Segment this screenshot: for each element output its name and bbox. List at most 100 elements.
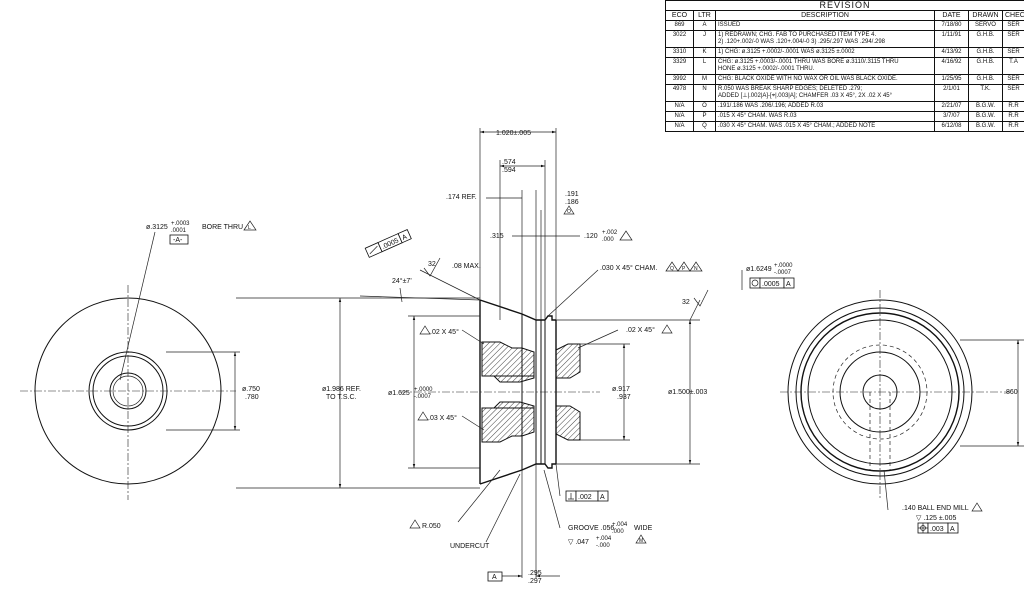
cell-drawn: T.K.: [968, 84, 1003, 102]
cell-check: SER: [1001, 20, 1024, 31]
cell-eco: 869: [665, 20, 694, 31]
svg-text:.0005: .0005: [381, 237, 400, 251]
rev-n-tri-5: [971, 502, 983, 512]
cell-check: R.R: [1001, 121, 1024, 132]
table-row: N/A Q .030 X 45° CHAM. WAS .015 X 45° CH…: [665, 121, 1024, 132]
cell-description: 1) CHG: ø.3125 +.0002/-.0001 WAS ø.3125 …: [715, 47, 935, 58]
rev-n-tri-3: [417, 411, 429, 421]
section-view: [236, 128, 743, 578]
d1625-tol-upper: +.0000: [414, 387, 433, 393]
cell-drawn: G.H.B.: [968, 57, 1003, 75]
rev-m-triangle: M: [635, 534, 647, 544]
cell-ltr: A: [693, 20, 716, 31]
position-fcf: .003 A: [917, 522, 959, 534]
rev-o-triangle: O: [563, 205, 575, 215]
roughness-32-right: 32: [682, 299, 690, 306]
svg-text:O: O: [567, 209, 571, 215]
cell-date: 1/11/91: [934, 30, 969, 48]
d297-dim: .297: [528, 578, 542, 585]
d295-dim: .295: [528, 570, 542, 577]
header-eco: ECO: [665, 10, 694, 21]
header-description: DESCRIPTION: [715, 10, 935, 21]
cell-drawn: SERVO: [968, 20, 1003, 31]
d1625-tol-lower: -.0007: [414, 394, 432, 400]
cell-description: 1) REDRAWN; CHG. FAB TO PURCHASED ITEM T…: [715, 30, 935, 48]
cell-drawn: G.H.B.: [968, 47, 1003, 58]
d120-dim: .120: [584, 233, 598, 240]
header-check: CHEC: [1001, 10, 1024, 21]
tsc-label: TO T.S.C.: [326, 394, 357, 401]
overall-length-dim: 1.020±.005: [496, 130, 531, 137]
d937-dim: .937: [617, 394, 631, 401]
svg-text:L: L: [248, 225, 251, 231]
svg-text:Q: Q: [670, 266, 674, 272]
cell-date: 7/18/80: [934, 20, 969, 31]
d1500-dim: ø1.500±.003: [668, 389, 707, 396]
d191-dim: .191: [565, 191, 579, 198]
svg-text:.003: .003: [930, 526, 944, 533]
cell-ltr: P: [693, 111, 716, 122]
rev-n-tri-4: [409, 519, 421, 529]
cham02-right-dim: .02 X 45°: [626, 326, 655, 334]
svg-text:P: P: [682, 266, 686, 272]
ball-mill-label: .140 BALL END MILL: [902, 505, 969, 512]
cell-date: 2/21/07: [934, 101, 969, 112]
left-end-view: [20, 231, 240, 500]
datum-a-text: -A-: [173, 237, 183, 244]
cell-ltr: N: [693, 84, 716, 102]
revision-header-row: ECO LTR DESCRIPTION DATE DRAWN CHEC: [665, 10, 1024, 21]
table-row: 869 A ISSUED 7/18/80 SERVO SER: [665, 20, 1024, 31]
table-row: 3992 M CHG: BLACK OXIDE WITH NO WAX OR O…: [665, 74, 1024, 85]
groove-label: GROOVE .056: [568, 525, 614, 532]
d1986-dim: ø1.986 REF.: [322, 386, 361, 393]
cell-description: CHG: ø.3125 +.0003/-.0001 THRU WAS BORE …: [715, 57, 935, 75]
header-drawn: DRAWN: [968, 10, 1003, 21]
header-ltr: LTR: [693, 10, 716, 21]
roughness-32-left: 32: [428, 261, 436, 268]
svg-text:A: A: [786, 281, 791, 288]
cell-check: R.R: [1001, 101, 1024, 112]
table-row: 3022 J 1) REDRAWN; CHG. FAB TO PURCHASED…: [665, 30, 1024, 48]
cell-date: 4/16/92: [934, 57, 969, 75]
cell-ltr: L: [693, 57, 716, 75]
svg-text:A: A: [401, 233, 408, 241]
cell-eco: 3992: [665, 74, 694, 85]
bore-label: BORE THRU: [202, 224, 243, 231]
bore-dim: ø.3125: [146, 224, 168, 231]
cell-eco: 3329: [665, 57, 694, 75]
cell-date: 4/13/92: [934, 47, 969, 58]
d917-dim: ø.917: [612, 386, 630, 393]
cell-description: .191/.186 WAS .206/.196; ADDED R.03: [715, 101, 935, 112]
groove-depth-tol-lower: -.000: [596, 543, 610, 549]
cham02-left-dim: .02 X 45°: [430, 328, 459, 336]
r050-dim: R.050: [422, 523, 441, 530]
cell-eco: 3022: [665, 30, 694, 48]
cell-ltr: J: [693, 30, 716, 48]
flatness-fcf: .0005 A: [364, 229, 412, 258]
groove-wide-label: WIDE: [634, 525, 653, 532]
groove-depth-tol-upper: +.004: [596, 536, 612, 542]
cell-ltr: K: [693, 47, 716, 58]
cell-date: 3/7/07: [934, 111, 969, 122]
cell-check: SER: [1001, 84, 1024, 102]
cham030-dim: .030 X 45° CHAM.: [600, 264, 657, 272]
svg-text:.002: .002: [578, 494, 592, 501]
d860-dim: .860: [1004, 389, 1018, 396]
cell-check: T.A: [1001, 57, 1024, 75]
d120-tol-upper: +.002: [602, 230, 618, 236]
table-row: 4978 N R.050 WAS BREAK SHARP EDGES; DELE…: [665, 84, 1024, 102]
svg-text:M: M: [639, 538, 643, 544]
od16249-tol-upper: +.0000: [774, 263, 793, 269]
cell-description: ISSUED: [715, 20, 935, 31]
cell-eco: 3310: [665, 47, 694, 58]
cell-eco: N/A: [665, 121, 694, 132]
table-row: 3329 L CHG: ø.3125 +.0003/-.0001 THRU WA…: [665, 57, 1024, 75]
undercut-label: UNDERCUT: [450, 543, 490, 550]
bore-tol-lower: .0001: [171, 228, 187, 234]
datum-a-box: [169, 234, 189, 245]
header-date: DATE: [934, 10, 969, 21]
d574-dim: .574: [502, 159, 516, 166]
revision-title: REVISION: [664, 0, 1024, 11]
rev-n-tri-2: [661, 324, 673, 334]
